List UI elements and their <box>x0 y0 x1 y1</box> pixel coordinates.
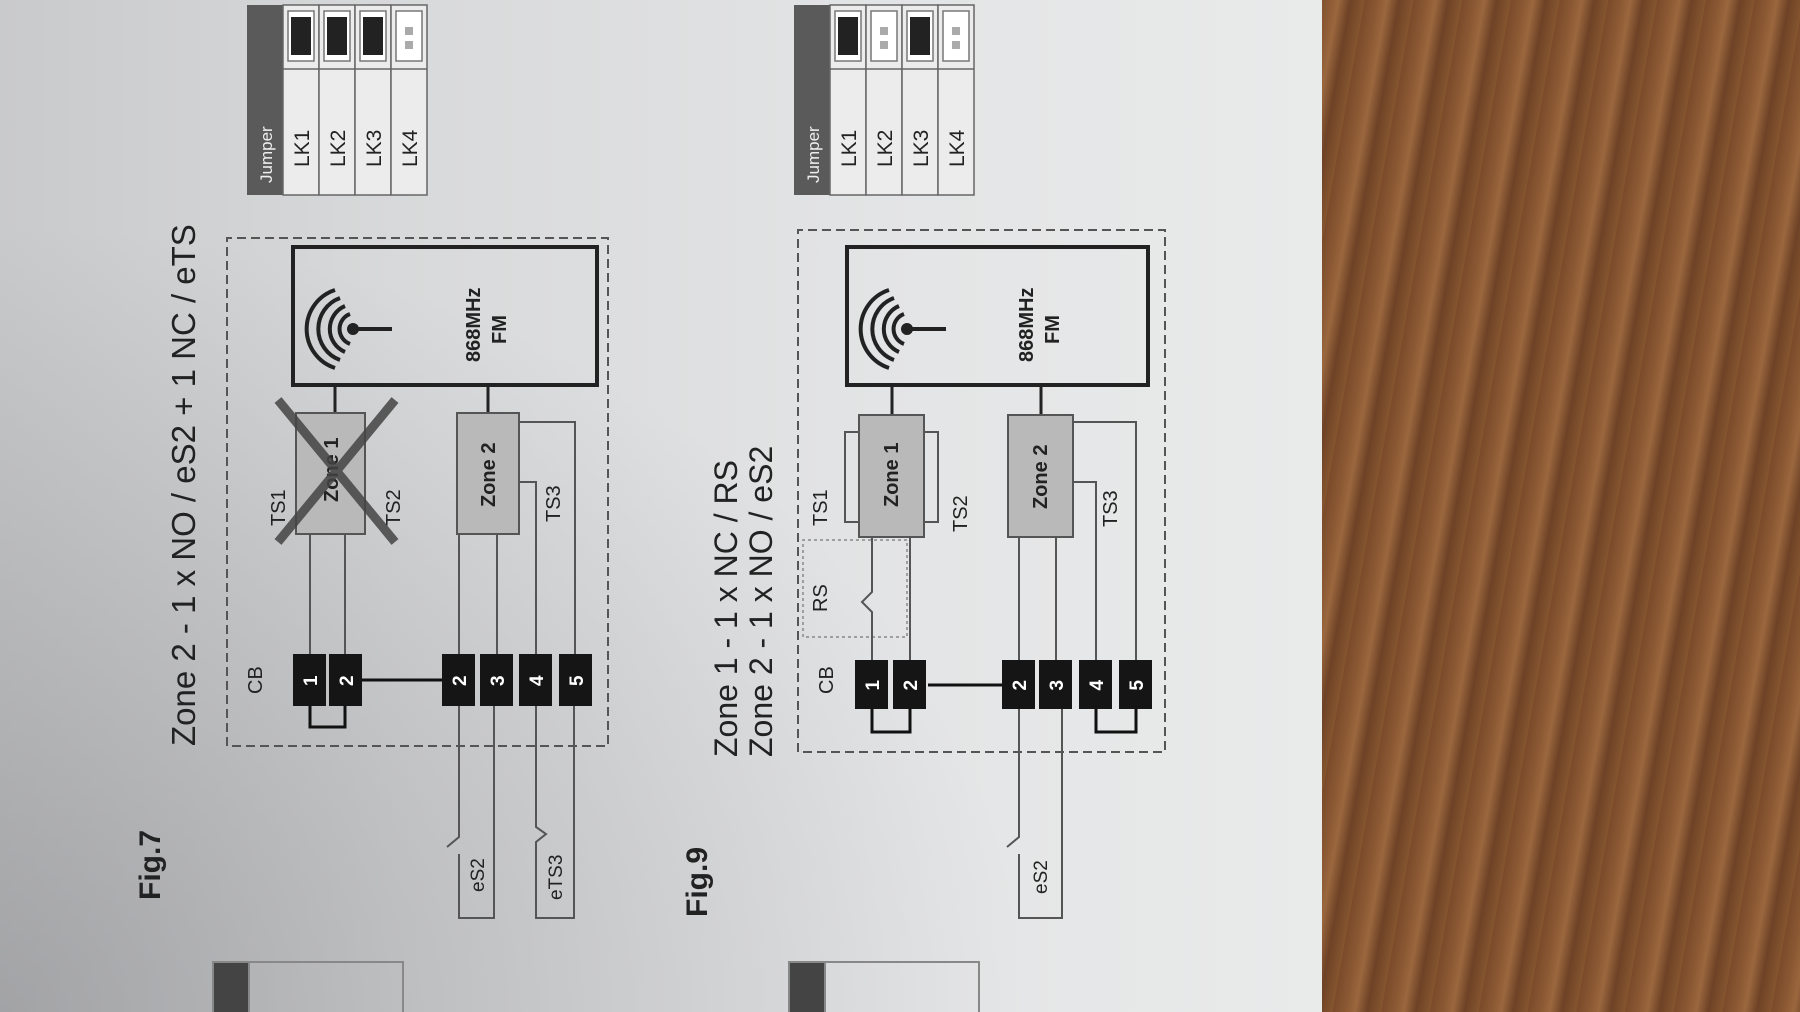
rf-modulation: FM <box>489 315 511 344</box>
rs-zone-outline <box>802 539 908 638</box>
paper-shadow <box>0 0 1322 1012</box>
terminal <box>329 654 362 706</box>
terminal-number: 1 <box>863 680 884 691</box>
zone2-box <box>456 412 520 535</box>
jumper-fitted-icon <box>910 17 930 55</box>
terminal <box>893 660 926 709</box>
terminal <box>1002 660 1035 709</box>
terminal-number: 5 <box>1127 680 1148 691</box>
ets3-label: eTS3 <box>546 855 567 900</box>
jumper-label: LK4 <box>946 129 969 167</box>
ts2-label: TS2 <box>950 495 972 532</box>
jumper-label: LK1 <box>291 130 314 167</box>
ts1-label: TS1 <box>268 489 290 526</box>
jumper-label: LK2 <box>874 130 897 167</box>
jumper-fitted-icon <box>291 17 311 55</box>
jumper-label: LK4 <box>399 129 422 167</box>
wiring-diagrams: Fig.7 Zone 2 - 1 x NO / eS2 + 1 NC / eTS… <box>134 4 1166 1012</box>
terminal <box>1079 660 1112 709</box>
terminal-number: 3 <box>1047 680 1068 691</box>
fig9-jumper-table: Jumper LK1 LK2 LK3 LK4 <box>794 4 975 196</box>
fig7-jumper-table: Jumper LK1 LK2 LK3 LK4 <box>247 4 428 196</box>
rf-frequency: 868MHz <box>463 288 485 362</box>
rs-label: RS <box>810 584 832 612</box>
jumper-label: LK3 <box>910 130 933 167</box>
es2-label: eS2 <box>468 858 489 892</box>
jumper-label: LK3 <box>363 130 386 167</box>
partial-jumper-table <box>212 961 980 1012</box>
jumper-open-pin-icon <box>405 27 413 35</box>
ts2-label: TS2 <box>383 489 405 526</box>
external-es2-wiring <box>446 706 575 919</box>
fig9-title-line1: Zone 1 - 1 x NC / RS <box>708 460 744 757</box>
fig9-label: Fig.9 <box>681 847 714 917</box>
ts3-label: TS3 <box>543 485 565 522</box>
jumper-header: Jumper <box>804 126 823 183</box>
jumper-label: LK2 <box>327 130 350 167</box>
terminal <box>559 654 592 706</box>
terminal-number: 2 <box>901 680 922 691</box>
rf-modulation: FM <box>1042 315 1064 344</box>
paper-sheet <box>0 0 1322 1012</box>
terminal <box>293 654 326 706</box>
jumper-open-pin-icon <box>405 41 413 49</box>
terminal-number: 4 <box>1087 680 1108 691</box>
terminal-block: 1 2 2 3 4 5 <box>293 654 592 706</box>
zone1-label: Zone 1 <box>881 443 903 507</box>
zone1-box <box>858 414 925 538</box>
jumper-header-cell <box>247 5 283 195</box>
terminal-number: 5 <box>567 675 588 686</box>
rf-module-box <box>845 245 1150 387</box>
terminal-block: 1 2 2 3 4 5 <box>855 660 1152 709</box>
cb-label: CB <box>816 666 838 694</box>
terminal <box>442 654 475 706</box>
terminal-number: 1 <box>301 675 322 686</box>
terminal-number: 2 <box>1010 680 1031 691</box>
zone2-box <box>1007 414 1074 538</box>
fig7-label: Fig.7 <box>134 830 167 900</box>
jumper-fitted-icon <box>363 17 383 55</box>
ts1-label: TS1 <box>810 489 832 526</box>
jumper-label: LK1 <box>838 130 861 167</box>
terminal-number: 4 <box>527 675 548 686</box>
fig7: Fig.7 Zone 2 - 1 x NO / eS2 + 1 NC / eTS… <box>134 4 609 919</box>
fig7-title: Zone 2 - 1 x NO / eS2 + 1 NC / eTS <box>165 224 202 746</box>
jumper-open-pin-icon <box>952 41 960 49</box>
zone2-label: Zone 2 <box>1030 445 1052 509</box>
terminal-number: 3 <box>488 675 509 686</box>
zone2-label: Zone 2 <box>478 443 500 507</box>
terminal <box>480 654 513 706</box>
jumper-header: Jumper <box>257 126 276 183</box>
wireless-icon <box>858 288 946 370</box>
tamper-switch-loops <box>844 431 939 523</box>
enclosure-outline <box>797 229 1166 753</box>
jumper-fitted-icon <box>327 17 347 55</box>
terminal-number: 2 <box>450 675 471 686</box>
jumper-open-pin-icon <box>880 41 888 49</box>
terminal <box>1119 660 1152 709</box>
es2-label: eS2 <box>1031 860 1052 894</box>
enclosure-outline <box>226 237 609 747</box>
fig9-title-line2: Zone 2 - 1 x NO / eS2 <box>743 446 779 757</box>
ts3-label: TS3 <box>1100 490 1122 527</box>
terminal-number: 2 <box>337 675 358 686</box>
fig9: Fig.9 Zone 1 - 1 x NC / RS Zone 2 - 1 x … <box>681 4 1166 919</box>
rotated-document: Fig.7 Zone 2 - 1 x NO / eS2 + 1 NC / eTS… <box>134 4 1166 1012</box>
jumper-open-pin-icon <box>880 27 888 35</box>
cb-label: CB <box>245 666 267 694</box>
terminal <box>855 660 888 709</box>
disabled-cross-icon <box>274 397 399 545</box>
rf-module-box <box>291 245 599 387</box>
external-es2-wiring <box>1006 709 1063 919</box>
wireless-icon <box>304 288 392 370</box>
rf-frequency: 868MHz <box>1016 288 1038 362</box>
jumper-header-cell <box>794 5 830 195</box>
jumper-fitted-icon <box>838 17 858 55</box>
terminal <box>519 654 552 706</box>
jumper-open-pin-icon <box>952 27 960 35</box>
terminal <box>1039 660 1072 709</box>
